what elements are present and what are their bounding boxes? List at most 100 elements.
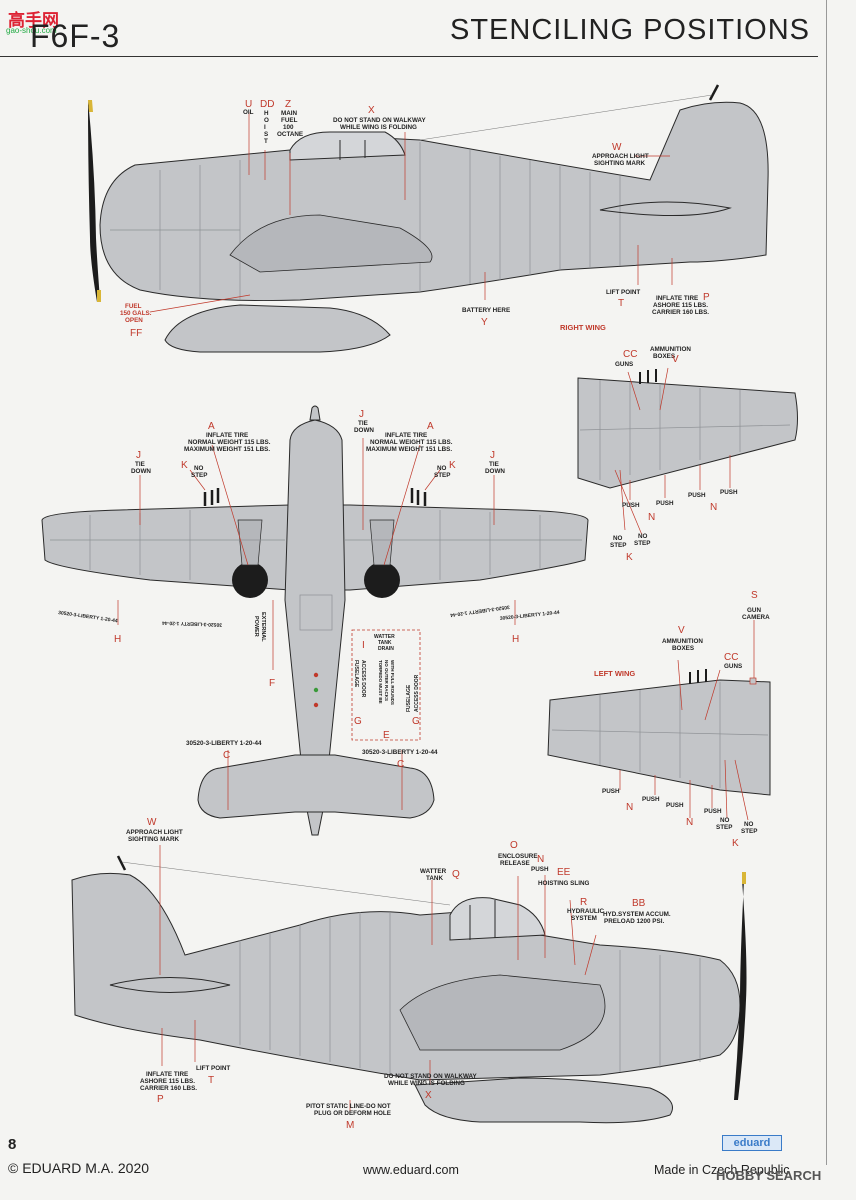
plan-H-right-letter: H — [512, 634, 519, 645]
lw-nostep: NO — [720, 817, 730, 824]
callout-Z-text: MAIN — [281, 110, 298, 117]
plan-tailplane — [197, 754, 435, 819]
callout-FF-text: FUEL — [125, 303, 142, 310]
plan-J-right-letter: J — [490, 450, 495, 461]
lw-nostep: STEP — [716, 824, 732, 831]
sb-M-text: PITOT STATIC LINE-DO NOT — [306, 1103, 391, 1110]
sb-P-text: ASHORE 115 LBS. — [140, 1078, 195, 1085]
rw-V-text: BOXES — [653, 353, 675, 360]
sb-P-text: INFLATE TIRE — [146, 1071, 188, 1078]
lw-nostep: STEP — [741, 828, 757, 835]
rw-nostep: STEP — [610, 542, 626, 549]
sb-W-letter: W — [147, 817, 157, 828]
rw-N: N — [710, 502, 717, 513]
callout-Z-letter: Z — [285, 99, 291, 110]
sb-EE-text: HOISTING SLING — [538, 880, 590, 887]
callout-Y-text: BATTERY HERE — [462, 307, 510, 314]
plan-E-letter: E — [383, 730, 390, 741]
gear-leg-left — [237, 519, 263, 566]
left-wing-detail: S GUN CAMERA V AMMUNITION BOXES CC GUNS … — [547, 590, 771, 849]
callout-P-text: CARRIER 160 LBS. — [652, 309, 709, 316]
sb-Q-text: WATTER — [420, 868, 447, 875]
left-wing-panels — [551, 682, 769, 788]
lw-push: PUSH — [642, 796, 660, 803]
sb-EE-letter: EE — [557, 867, 571, 878]
plan-G-right-text: ACCESS DOOR — [414, 674, 420, 712]
sb-R-letter: R — [580, 897, 587, 908]
wheel-well-left — [232, 562, 268, 598]
plan-C-right-text: 30520-3-LIBERTY 1-20-44 — [362, 749, 438, 756]
propeller-tip-bottom — [97, 290, 101, 302]
hobby-search-watermark: HOBBY SEARCH — [716, 1168, 822, 1183]
callout-T-letter: T — [618, 298, 624, 309]
plan-I-text: WATTER — [374, 634, 395, 640]
plan-J-center-text: TIE — [358, 420, 368, 427]
plan-J-right-text: DOWN — [485, 468, 505, 475]
rw-push: PUSH — [656, 500, 674, 507]
side-view-top: U OIL DD H O I S T Z MAIN FUEL 100 OCTAN… — [88, 84, 769, 353]
callout-DD-text: S — [264, 131, 268, 138]
callout-X-text: DO NOT STAND ON WALKWAY — [333, 117, 427, 124]
canopy-bottom — [449, 897, 546, 941]
watermark-logo: 高手网 — [8, 11, 59, 30]
plan-E-text: WITH FULL ROUNDS — [390, 660, 395, 705]
plan-spinner — [309, 405, 321, 421]
plan-fuselage — [284, 419, 346, 836]
propeller-tip-top — [88, 100, 93, 112]
rw-K: K — [626, 552, 633, 563]
antenna-wire-top — [419, 94, 713, 141]
wheel-well-right — [364, 562, 400, 598]
sb-W-text: APPROACH LIGHT — [126, 829, 183, 836]
website-url[interactable]: www.eduard.com — [363, 1163, 459, 1177]
sb-X-letter: X — [425, 1090, 432, 1101]
gear-leg-right — [369, 519, 395, 566]
plan-A-right-text: MAXIMUM WEIGHT 151 LBS. — [366, 446, 452, 453]
nav-light-green — [313, 687, 319, 693]
plan-H-left-text: 30520-3-LIBERTY 1-20-44 — [58, 610, 118, 624]
lw-S-text: CAMERA — [742, 614, 770, 621]
callout-P-letter: P — [703, 292, 710, 303]
sb-N-text: PUSH — [531, 866, 549, 873]
rw-CC-letter: CC — [623, 349, 637, 360]
plan-H-right-text: 30520-3-LIBERTY 1-20-44 — [500, 610, 560, 622]
callout-W-text: SIGHTING MARK — [594, 160, 646, 167]
right-wing-heading: RIGHT WING — [560, 323, 606, 332]
plan-J-right-text: TIE — [489, 461, 499, 468]
callout-DD-text: H — [264, 110, 269, 117]
aircraft-model: F6F-3 — [30, 18, 121, 54]
callout-FF-letter: FF — [130, 328, 142, 339]
side-view-bottom: W APPROACH LIGHT SIGHTING MARK WATTER TA… — [71, 817, 747, 1131]
plan-K-left-letter: K — [181, 460, 188, 471]
plan-H-left-text: 30520-3-LIBERTY 1-20-44 — [162, 619, 222, 627]
antenna-mast-top — [708, 84, 720, 101]
callout-X-text: WHILE WING IS FOLDING — [340, 124, 417, 131]
drop-tank-bottom — [414, 1077, 673, 1124]
made-in: Made in Czech Republic — [654, 1163, 790, 1177]
copyright: © EDUARD M.A. 2020 — [8, 1160, 150, 1176]
sb-Q-text: TANK — [426, 875, 443, 882]
rw-push: PUSH — [688, 492, 706, 499]
leader-lines-bottom — [159, 845, 597, 1112]
wing-root-bottom — [399, 974, 606, 1051]
rw-CC-text: GUNS — [615, 361, 633, 368]
antenna-wire-bottom — [121, 861, 451, 906]
rw-V-text: AMMUNITION — [650, 346, 691, 353]
lw-CC-letter: CC — [724, 652, 738, 663]
nav-light-red — [313, 672, 319, 678]
plan-C-left-text: 30520-3-LIBERTY 1-20-44 — [186, 740, 262, 747]
callout-U-text: OIL — [243, 109, 254, 116]
callout-FF-text: 150 GALS. — [120, 310, 152, 317]
leader-lines-top — [149, 112, 673, 313]
callout-W-text: APPROACH LIGHT — [592, 153, 649, 160]
plan-A-right-letter: A — [427, 421, 434, 432]
lw-S-text: GUN — [747, 607, 761, 614]
plan-J-center-text: DOWN — [354, 427, 374, 434]
sb-O-text: ENCLOSURE — [498, 853, 538, 860]
watermark-url: gao-shou.com — [6, 26, 57, 35]
sb-BB-text: HYD.SYSTEM ACCUM. — [603, 911, 671, 918]
plan-C-right-letter: C — [397, 759, 404, 770]
plan-G-left-text: ACCESS DOOR — [360, 660, 366, 698]
sb-M-text: PLUG OR DEFORM HOLE — [314, 1110, 391, 1117]
plan-H-left-letter: H — [114, 634, 121, 645]
